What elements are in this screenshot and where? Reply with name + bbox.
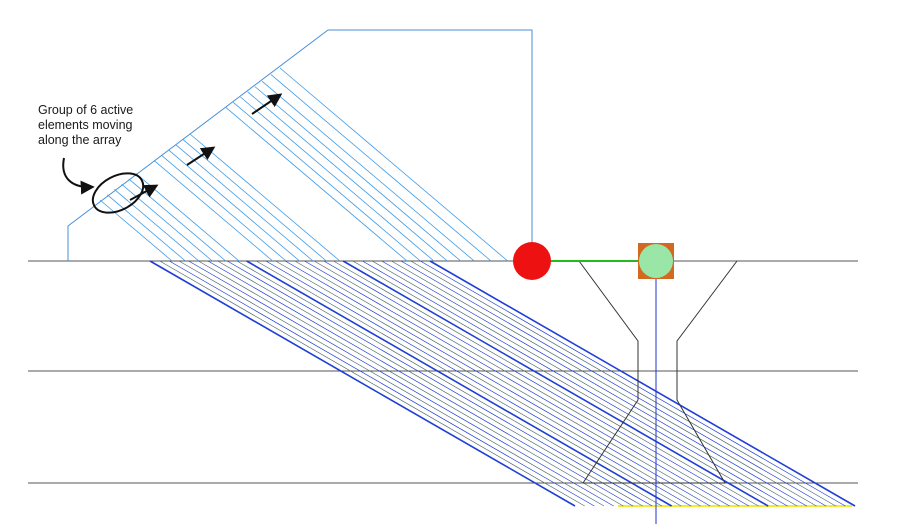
array-element-line: [135, 173, 240, 262]
refracted-ray: [313, 260, 740, 507]
refracted-ray-boundary: [149, 260, 576, 507]
wedge-outline: [67, 29, 533, 261]
refracted-ray: [381, 260, 807, 507]
refracted-ray: [169, 260, 595, 507]
refracted-ray: [275, 260, 701, 507]
refracted-ray: [265, 260, 692, 507]
refracted-ray-fan: [149, 260, 856, 507]
refracted-ray: [323, 260, 749, 507]
refracted-ray: [371, 260, 798, 507]
array-element-lines: [99, 67, 508, 262]
annotation-line-2: elements moving: [38, 118, 133, 132]
refracted-ray: [410, 260, 836, 507]
refracted-ray: [198, 260, 624, 507]
refracted-ray: [236, 260, 663, 507]
array-element-line: [160, 154, 287, 262]
refracted-ray-boundary: [429, 260, 856, 507]
green-flaw-marker: [639, 244, 673, 278]
annotation-line-1: Group of 6 active: [38, 103, 134, 117]
scan-direction-arrow-icon: [186, 146, 216, 166]
array-element-line: [189, 133, 341, 262]
array-element-line: [106, 194, 186, 262]
array-element-line: [168, 149, 300, 262]
scan-direction-arrow-icon: [129, 184, 159, 201]
refracted-ray: [178, 260, 605, 507]
array-element-line: [232, 101, 421, 262]
array-element-line: [99, 199, 173, 262]
array-element-line: [279, 67, 508, 262]
annotation-line-3: along the array: [38, 133, 122, 147]
array-element-line: [175, 144, 314, 262]
array-element-line: [114, 189, 200, 262]
refracted-ray-boundary: [246, 260, 672, 507]
refracted-ray: [217, 260, 643, 507]
refracted-ray: [304, 260, 730, 507]
array-element-line: [153, 160, 273, 262]
refracted-ray: [400, 260, 827, 507]
array-element-line: [240, 96, 435, 262]
refracted-ray: [159, 260, 585, 507]
refracted-ray: [362, 260, 788, 507]
refracted-ray: [188, 260, 614, 507]
weld-bevel-left: [578, 260, 639, 484]
weld-bevel-right: [676, 260, 738, 484]
array-element-line: [270, 74, 492, 262]
array-element-line: [128, 178, 226, 262]
refracted-ray-boundary: [342, 260, 769, 507]
array-element-line: [247, 91, 448, 262]
active-group-ellipse-icon: [91, 172, 145, 214]
scan-direction-arrow-icon: [251, 93, 283, 115]
refracted-ray: [227, 260, 653, 507]
refracted-ray: [352, 260, 778, 507]
refracted-ray: [420, 260, 846, 507]
array-element-line: [121, 183, 213, 262]
refracted-ray: [256, 260, 682, 507]
callout-pointer: [62, 157, 95, 195]
red-flaw-marker: [513, 242, 551, 280]
array-element-line: [254, 86, 461, 262]
active-group-annotation: Group of 6 active elements moving along …: [38, 103, 158, 148]
refracted-ray: [294, 260, 720, 507]
array-element-line: [225, 107, 408, 262]
refracted-ray: [391, 260, 817, 507]
refracted-ray: [333, 260, 759, 507]
array-element-line: [261, 80, 475, 262]
refracted-ray: [207, 260, 634, 507]
refracted-ray: [285, 260, 711, 507]
